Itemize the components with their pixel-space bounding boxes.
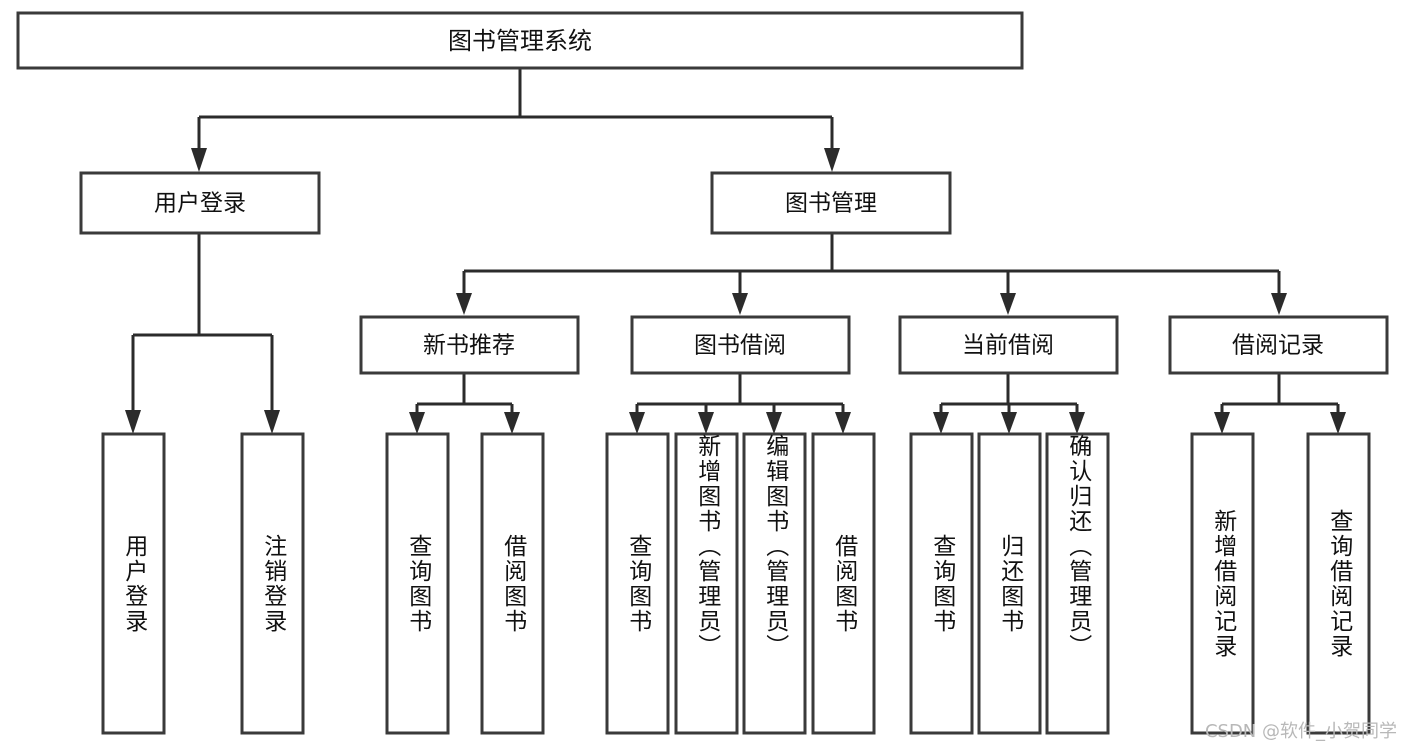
node-leaf-cb-search-book-box[interactable]	[909, 432, 974, 735]
leaf-box-group	[101, 432, 1371, 735]
node-book-borrow[interactable]: 图书借阅	[630, 315, 851, 375]
node-root-system-box	[16, 11, 1024, 70]
node-book-manage-box	[710, 171, 952, 235]
arrow-head-bb-add	[698, 412, 714, 434]
node-book-manage[interactable]: 图书管理	[710, 171, 952, 235]
connector-group-book-manage	[456, 233, 1287, 315]
node-leaf-br-add-record-box[interactable]	[1190, 432, 1255, 735]
arrow-head-nb-search	[409, 412, 425, 434]
node-leaf-bb-add-book-box[interactable]	[674, 432, 739, 735]
node-leaf-user-login-box[interactable]	[101, 432, 166, 735]
node-user-login[interactable]: 用户登录	[79, 171, 321, 235]
arrow-head-new-book-recommend	[456, 293, 472, 315]
arrow-head-br-search	[1330, 412, 1346, 434]
node-book-borrow-box	[630, 315, 851, 375]
arrow-head-book-borrow	[732, 293, 748, 315]
connector-group-root	[191, 68, 840, 172]
connector-group-borrow-record	[1214, 373, 1346, 434]
arrow-head-book-manage	[824, 148, 840, 172]
node-book-manage-label: 图书管理	[785, 191, 877, 217]
arrow-head-br-add	[1214, 412, 1230, 434]
node-current-borrow[interactable]: 当前借阅	[898, 315, 1119, 375]
arrow-head-cb-return	[1001, 412, 1017, 434]
node-borrow-record-label: 借阅记录	[1232, 333, 1324, 359]
node-new-book-recommend-box	[359, 315, 580, 375]
node-borrow-record-box	[1168, 315, 1389, 375]
connector-group-current-borrow	[933, 373, 1085, 434]
node-leaf-logout-box[interactable]	[240, 432, 305, 735]
node-current-borrow-label: 当前借阅	[962, 333, 1054, 359]
arrow-head-user-login	[191, 148, 207, 172]
node-leaf-cb-confirm-return-box[interactable]	[1045, 432, 1110, 735]
node-new-book-recommend[interactable]: 新书推荐	[359, 315, 580, 375]
arrow-head-cb-confirm	[1069, 412, 1085, 434]
node-borrow-record[interactable]: 借阅记录	[1168, 315, 1389, 375]
node-user-login-label: 用户登录	[154, 191, 246, 217]
arrow-head-bb-edit	[766, 412, 782, 434]
arrow-head-current-borrow	[1000, 293, 1016, 315]
arrow-head-leaf-logout	[264, 410, 280, 434]
arrow-head-bb-search	[629, 412, 645, 434]
node-new-book-recommend-label: 新书推荐	[423, 333, 515, 359]
node-root-system-label: 图书管理系统	[448, 27, 592, 55]
arrow-head-cb-search	[933, 412, 949, 434]
connector-group-book-borrow	[629, 373, 851, 434]
node-leaf-bb-edit-book-box[interactable]	[742, 432, 807, 735]
node-leaf-bb-borrow-book-box[interactable]	[811, 432, 876, 735]
connector-group-user-login	[125, 233, 280, 434]
arrow-head-leaf-user-login	[125, 410, 141, 434]
node-root-system[interactable]: 图书管理系统	[16, 11, 1024, 70]
node-leaf-bb-search-book-box[interactable]	[605, 432, 670, 735]
node-book-borrow-label: 图书借阅	[694, 333, 786, 359]
arrow-head-nb-borrow	[504, 412, 520, 434]
node-leaf-br-search-record-box[interactable]	[1306, 432, 1371, 735]
arrow-head-bb-borrow	[835, 412, 851, 434]
node-leaf-nb-search-book-box[interactable]	[385, 432, 450, 735]
node-leaf-cb-return-book-box[interactable]	[977, 432, 1042, 735]
connector-group-new-book-recommend	[409, 373, 520, 434]
node-leaf-nb-borrow-book-box[interactable]	[480, 432, 545, 735]
arrow-head-borrow-record	[1271, 293, 1287, 315]
node-current-borrow-box	[898, 315, 1119, 375]
node-user-login-box	[79, 171, 321, 235]
